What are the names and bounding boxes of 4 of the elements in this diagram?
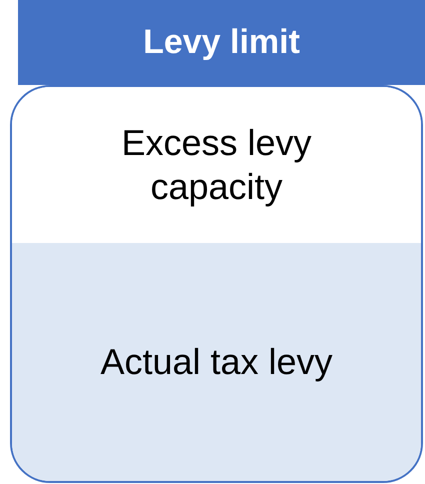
levy-section [12, 243, 421, 481]
section-label: Excess levy capacity [120, 121, 313, 209]
section-label: Actual tax levy [100, 340, 333, 384]
title-band: Levy limit [18, 0, 425, 85]
